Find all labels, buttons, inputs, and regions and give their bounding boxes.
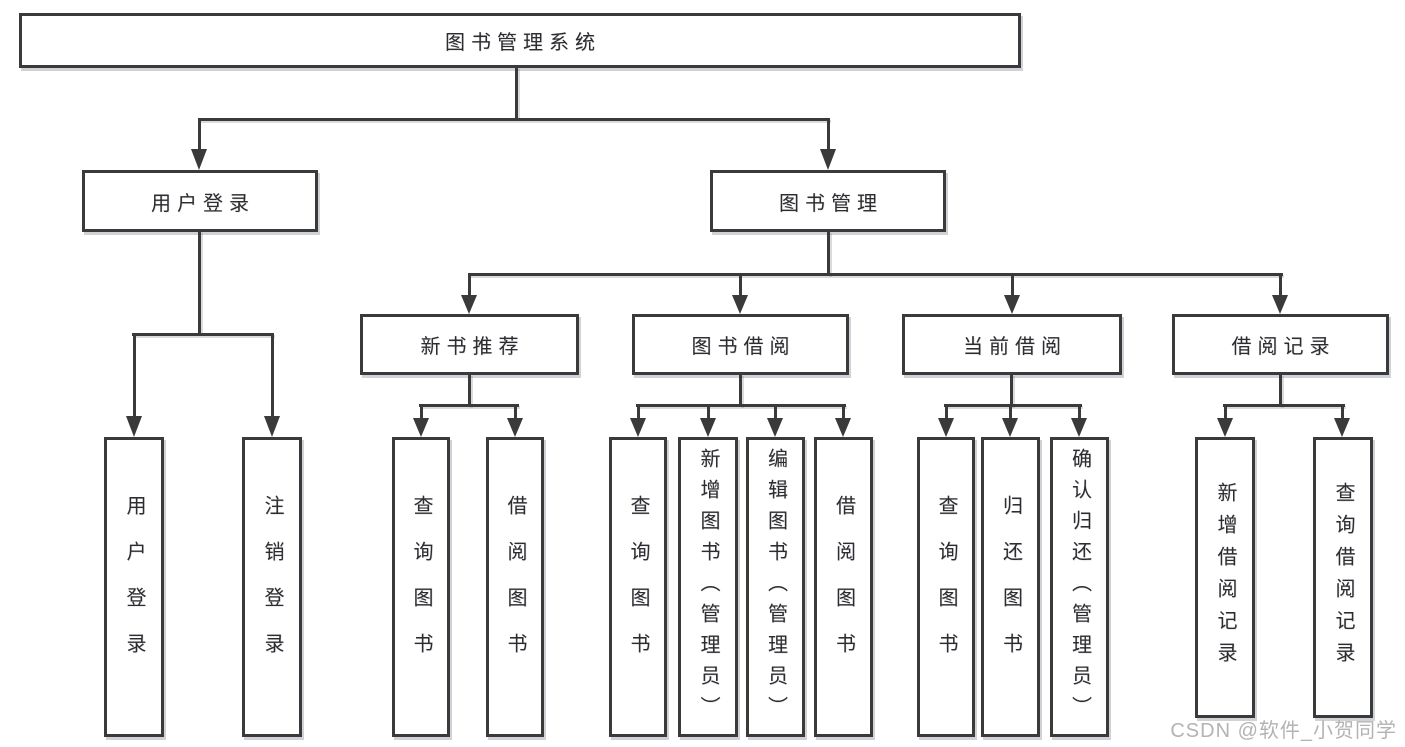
connector-borrow-records-branch (1223, 404, 1345, 407)
node-book-borrow: 图书借阅 (632, 314, 849, 375)
node-label: 借阅记录 (1231, 336, 1336, 358)
leaf-query-books-2: 查询图书 (609, 437, 667, 737)
leaf-label: 确认归还（管理员） (1068, 447, 1091, 727)
node-new-book-recommend: 新书推荐 (360, 314, 579, 375)
node-label: 当前借阅 (963, 336, 1067, 358)
leaf-label: 新增图书（管理员） (697, 447, 719, 727)
leaf-borrow-books-2: 借阅图书 (814, 437, 873, 737)
connector-root-stem (515, 68, 518, 118)
leaf-logout: 注销登录 (242, 437, 302, 737)
leaf-label: 借阅图书 (504, 495, 526, 679)
connector-book-borrow-stem (739, 375, 742, 407)
arrow-down-icon (507, 406, 524, 437)
leaf-label: 新增借阅记录 (1214, 481, 1236, 674)
node-label: 图书管理系统 (445, 32, 601, 54)
connector-new-book-recommend-stem (468, 375, 471, 407)
node-label: 图书管理 (779, 192, 883, 215)
leaf-confirm-return-admin: 确认归还（管理员） (1050, 437, 1109, 737)
node-library-management-system: 图书管理系统 (19, 13, 1021, 68)
leaf-label: 用户登录 (123, 495, 145, 679)
arrow-down-icon (191, 118, 208, 170)
leaf-label: 注销登录 (261, 495, 283, 679)
connector-current-borrow-stem (1010, 375, 1013, 407)
arrow-down-icon (630, 406, 647, 437)
connector-borrow-records-stem (1279, 375, 1282, 407)
arrow-down-icon (413, 406, 430, 437)
arrow-down-icon (264, 335, 281, 437)
node-label: 新书推荐 (420, 336, 525, 358)
connector-book-borrow-branch (636, 404, 846, 407)
arrow-down-icon (732, 276, 749, 314)
leaf-user-login: 用户登录 (104, 437, 164, 737)
connector-book-management-stem (827, 232, 830, 276)
leaf-label: 查询借阅记录 (1332, 481, 1354, 674)
arrow-down-icon (767, 406, 784, 437)
leaf-query-books-3: 查询图书 (917, 437, 975, 737)
leaf-label: 借阅图书 (832, 495, 855, 679)
arrow-down-icon (126, 335, 143, 437)
csdn-watermark: CSDN @软件_小贺同学 (1170, 720, 1397, 742)
leaf-label: 查询图书 (935, 495, 957, 679)
arrow-down-icon (1004, 276, 1021, 314)
arrow-down-icon (1334, 406, 1351, 437)
node-label: 图书借阅 (691, 336, 796, 358)
connector-user-login-stem (198, 232, 201, 335)
node-label: 用户登录 (151, 192, 255, 215)
leaf-add-books-admin: 新增图书（管理员） (678, 437, 738, 737)
leaf-label: 查询图书 (627, 495, 649, 679)
leaf-borrow-books-1: 借阅图书 (486, 437, 544, 737)
leaf-label: 编辑图书（管理员） (764, 447, 787, 727)
arrow-down-icon (461, 276, 478, 314)
node-borrow-records: 借阅记录 (1172, 314, 1389, 375)
node-user-login: 用户登录 (82, 170, 318, 232)
arrow-down-icon (835, 406, 852, 437)
connector-current-borrow-branch (944, 404, 1082, 407)
leaf-query-books-1: 查询图书 (392, 437, 450, 737)
connector-new-book-recommend-branch (419, 404, 519, 407)
leaf-label: 归还图书 (999, 495, 1022, 679)
arrow-down-icon (1217, 406, 1234, 437)
leaf-edit-books-admin: 编辑图书（管理员） (746, 437, 805, 737)
leaf-return-books: 归还图书 (981, 437, 1040, 737)
leaf-add-borrow-record: 新增借阅记录 (1195, 437, 1255, 718)
connector-user-login-branch (132, 333, 274, 336)
connector-root-branch (198, 118, 830, 121)
leaf-query-borrow-record: 查询借阅记录 (1313, 437, 1373, 718)
leaf-label: 查询图书 (410, 495, 432, 679)
arrow-down-icon (1272, 276, 1289, 314)
arrow-down-icon (1002, 406, 1019, 437)
node-book-management: 图书管理 (710, 170, 946, 232)
node-current-borrow: 当前借阅 (902, 314, 1122, 375)
arrow-down-icon (820, 118, 837, 170)
arrow-down-icon (938, 406, 955, 437)
arrow-down-icon (1071, 406, 1088, 437)
connector-book-management-branch (468, 273, 1283, 276)
arrow-down-icon (700, 406, 717, 437)
